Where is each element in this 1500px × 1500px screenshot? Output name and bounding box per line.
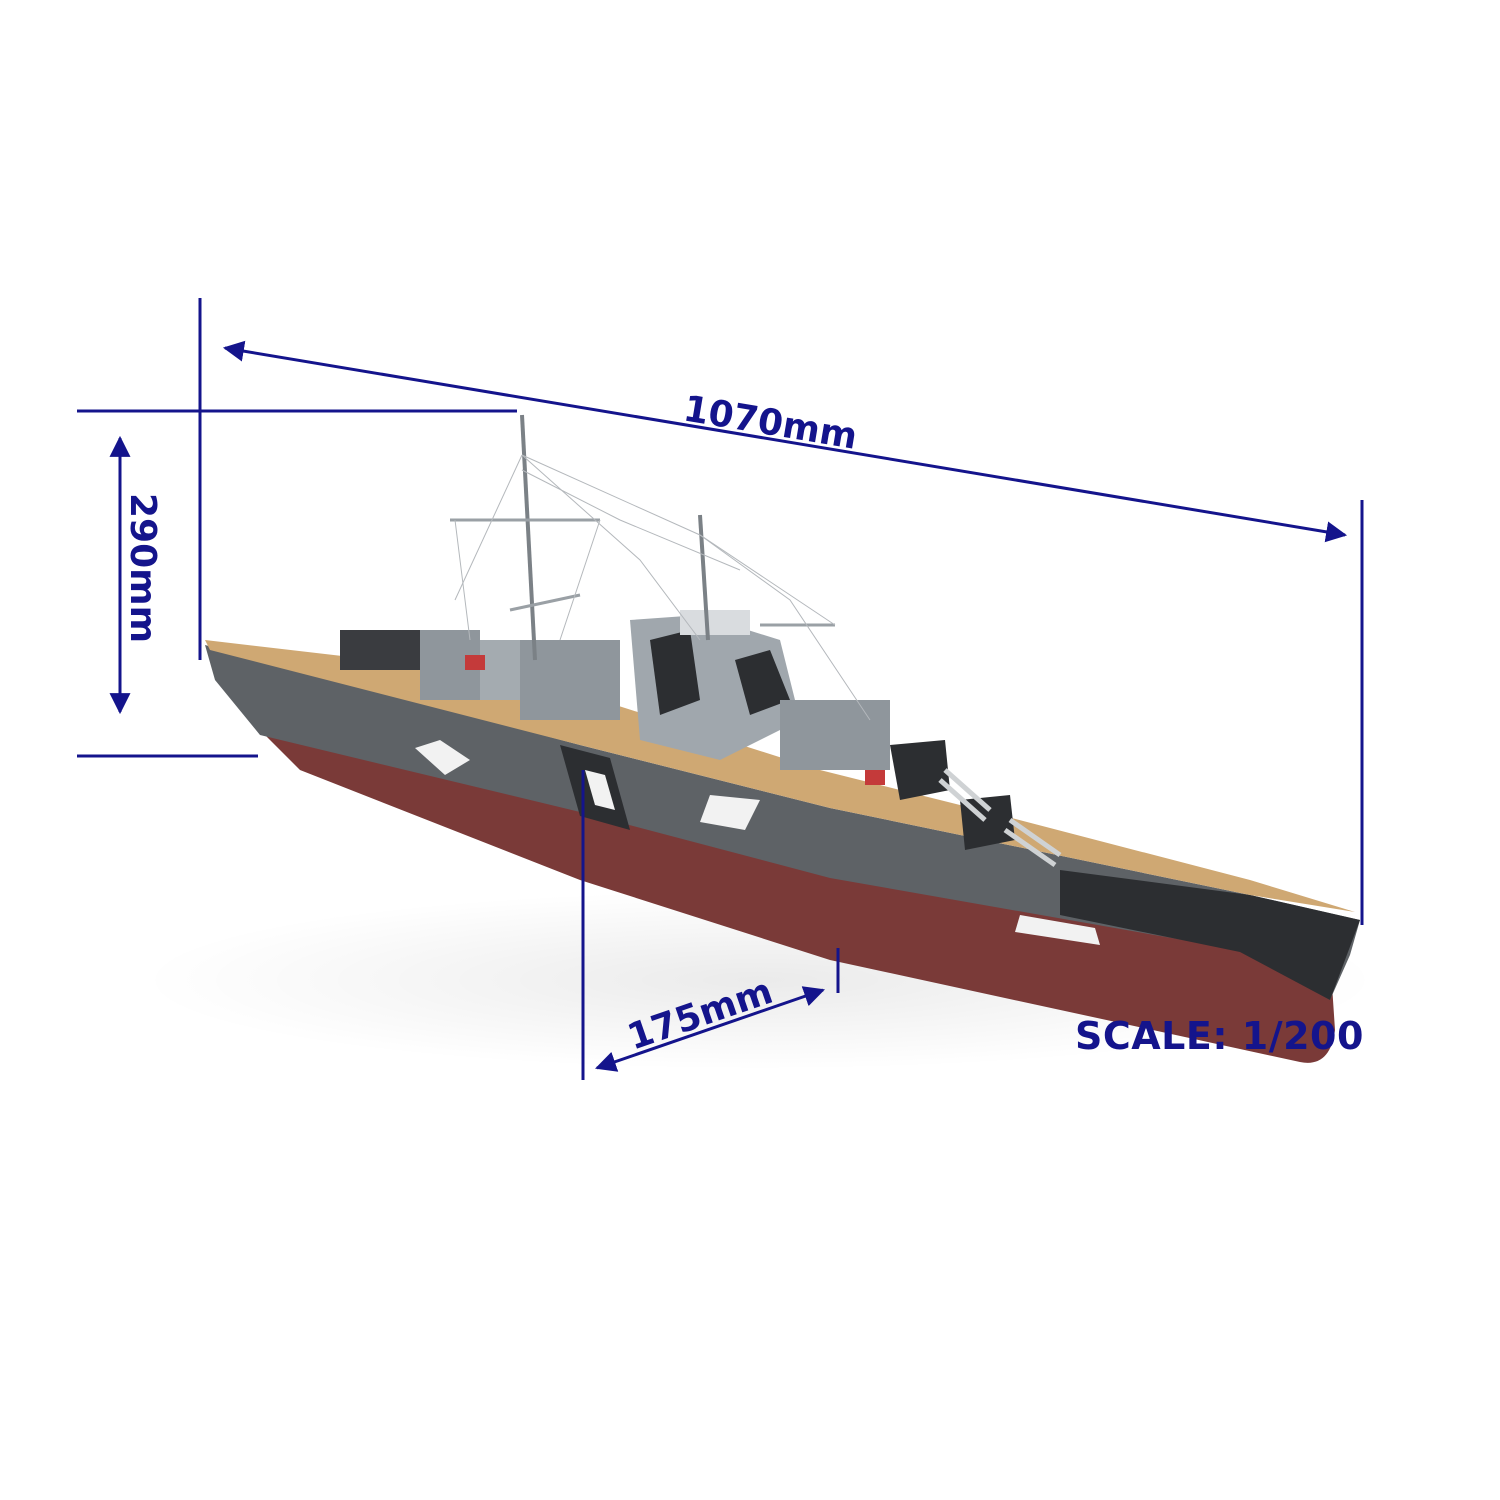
length-arrow — [222, 340, 1348, 543]
beam-arrow — [595, 986, 825, 1072]
length-label: 1070mm — [681, 388, 861, 457]
dimension-lines — [77, 298, 1364, 1080]
scale-label: SCALE: 1/200 — [1075, 1014, 1364, 1058]
ship-deck — [205, 640, 1355, 912]
ship-superstructure — [340, 414, 1062, 868]
ship-hull — [205, 645, 1360, 1063]
height-label: 290mm — [122, 493, 163, 643]
